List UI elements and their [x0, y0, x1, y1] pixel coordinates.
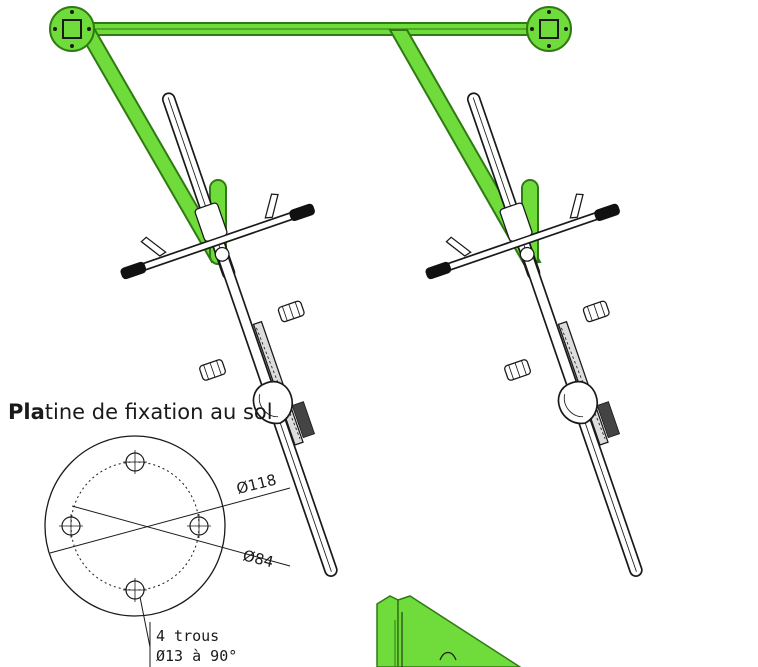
wall-plate-left-icon [49, 6, 95, 52]
dim-inner-label: Ø84 [241, 546, 275, 571]
plate-title: Platine de fixation au sol [8, 400, 273, 424]
bicycle-right-icon [374, 59, 736, 610]
floor-plate-drawing [44, 435, 291, 667]
holes-note-line1: 4 trous [156, 627, 219, 645]
rack-frame [69, 22, 551, 267]
holes-note-line2: Ø13 à 90° [156, 647, 237, 665]
green-panel-partial [376, 595, 522, 667]
wall-plate-right-icon [526, 6, 572, 52]
dim-outer-label: Ø118 [235, 471, 279, 498]
bicycle-left-icon [69, 59, 431, 610]
